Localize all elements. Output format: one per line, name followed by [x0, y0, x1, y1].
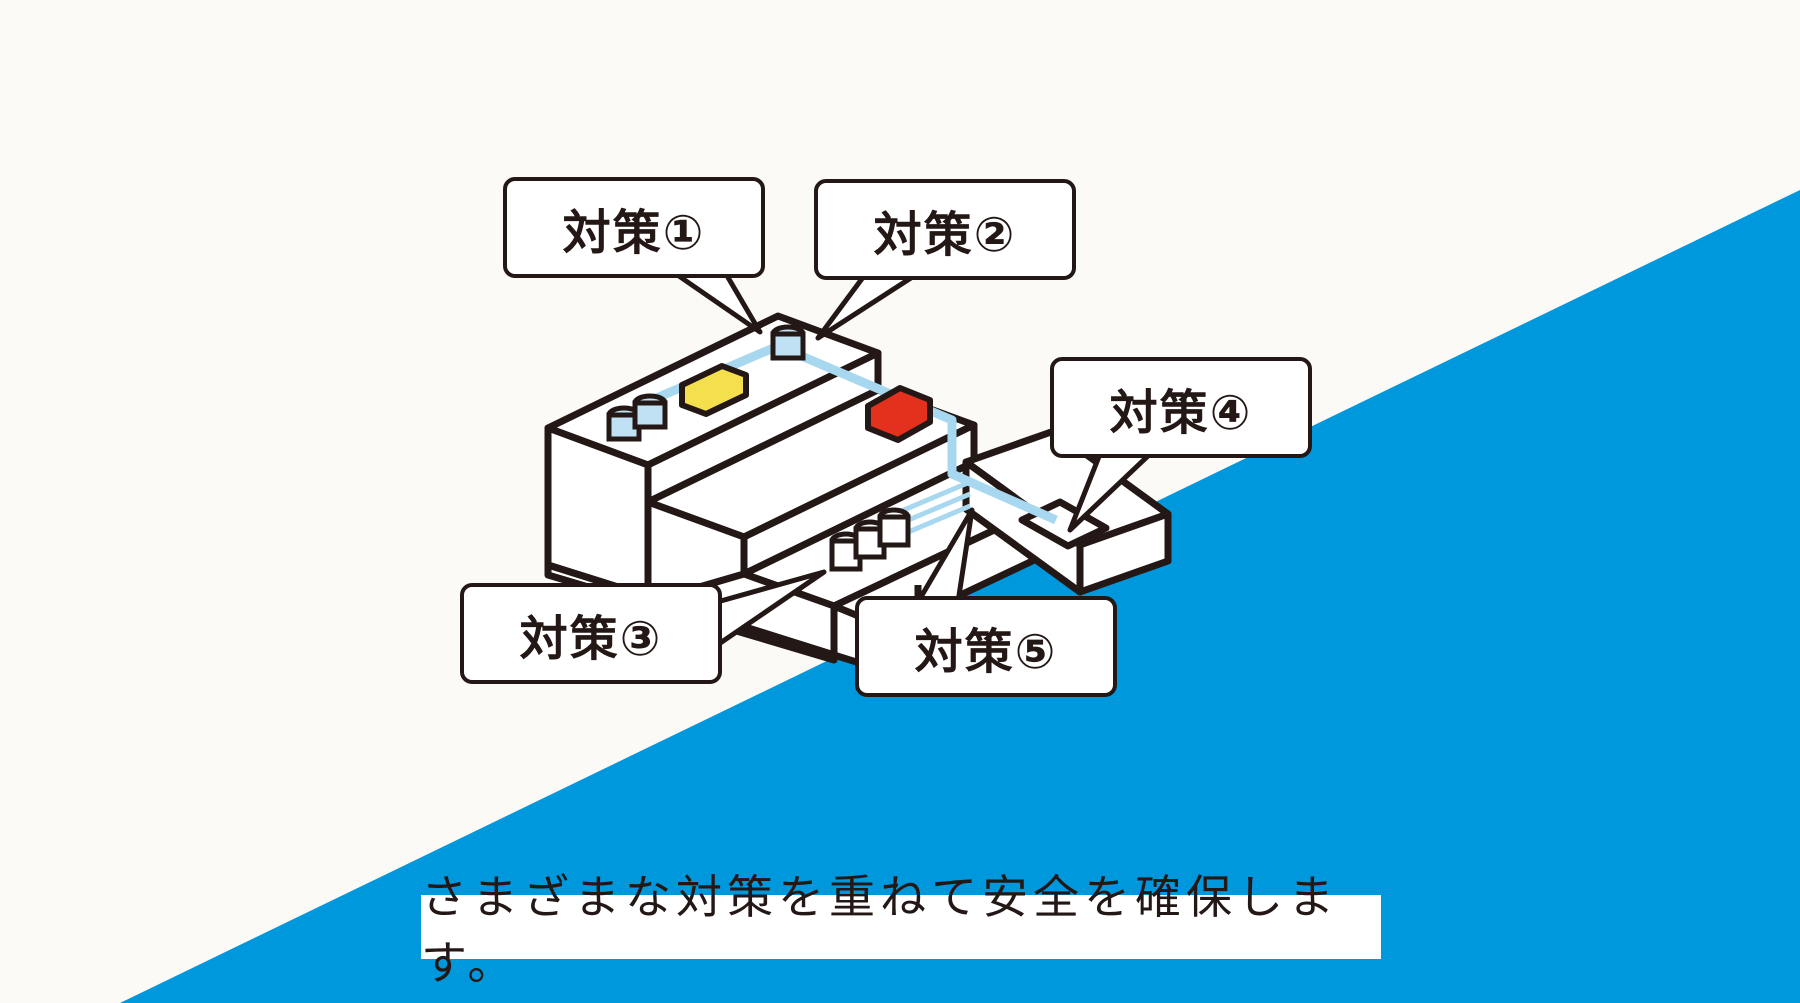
callout-5: 対策⑤ — [855, 596, 1117, 697]
yellow-building — [679, 363, 749, 417]
tank — [632, 400, 668, 430]
callout-4: 対策④ — [1050, 357, 1312, 458]
callout-2: 対策② — [814, 179, 1076, 280]
callout-1-pointer — [673, 271, 763, 335]
callout-3-label: 対策③ — [519, 610, 663, 667]
callout-4-label: 対策④ — [1109, 384, 1253, 441]
tank — [877, 514, 911, 548]
callout-3: 対策③ — [460, 583, 722, 684]
red-building — [865, 385, 933, 443]
callout-1: 対策① — [503, 177, 765, 278]
intake-side — [1076, 510, 1172, 596]
callout-5-label: 対策⑤ — [914, 623, 1058, 680]
callout-2-label: 対策② — [873, 206, 1017, 263]
callout-2-pointer — [815, 273, 917, 341]
subtitle-caption: さまざまな対策を重ねて安全を確保します。 — [421, 870, 1381, 990]
tank — [770, 331, 806, 361]
callout-1-label: 対策① — [562, 204, 706, 261]
